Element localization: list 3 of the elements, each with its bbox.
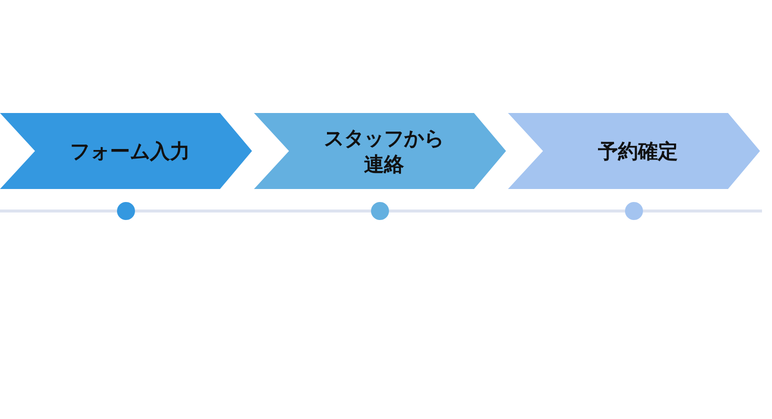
- step-label: 予約確定: [597, 138, 679, 164]
- step-label: フォーム入力: [69, 138, 191, 164]
- step-label: スタッフから連絡: [323, 125, 445, 177]
